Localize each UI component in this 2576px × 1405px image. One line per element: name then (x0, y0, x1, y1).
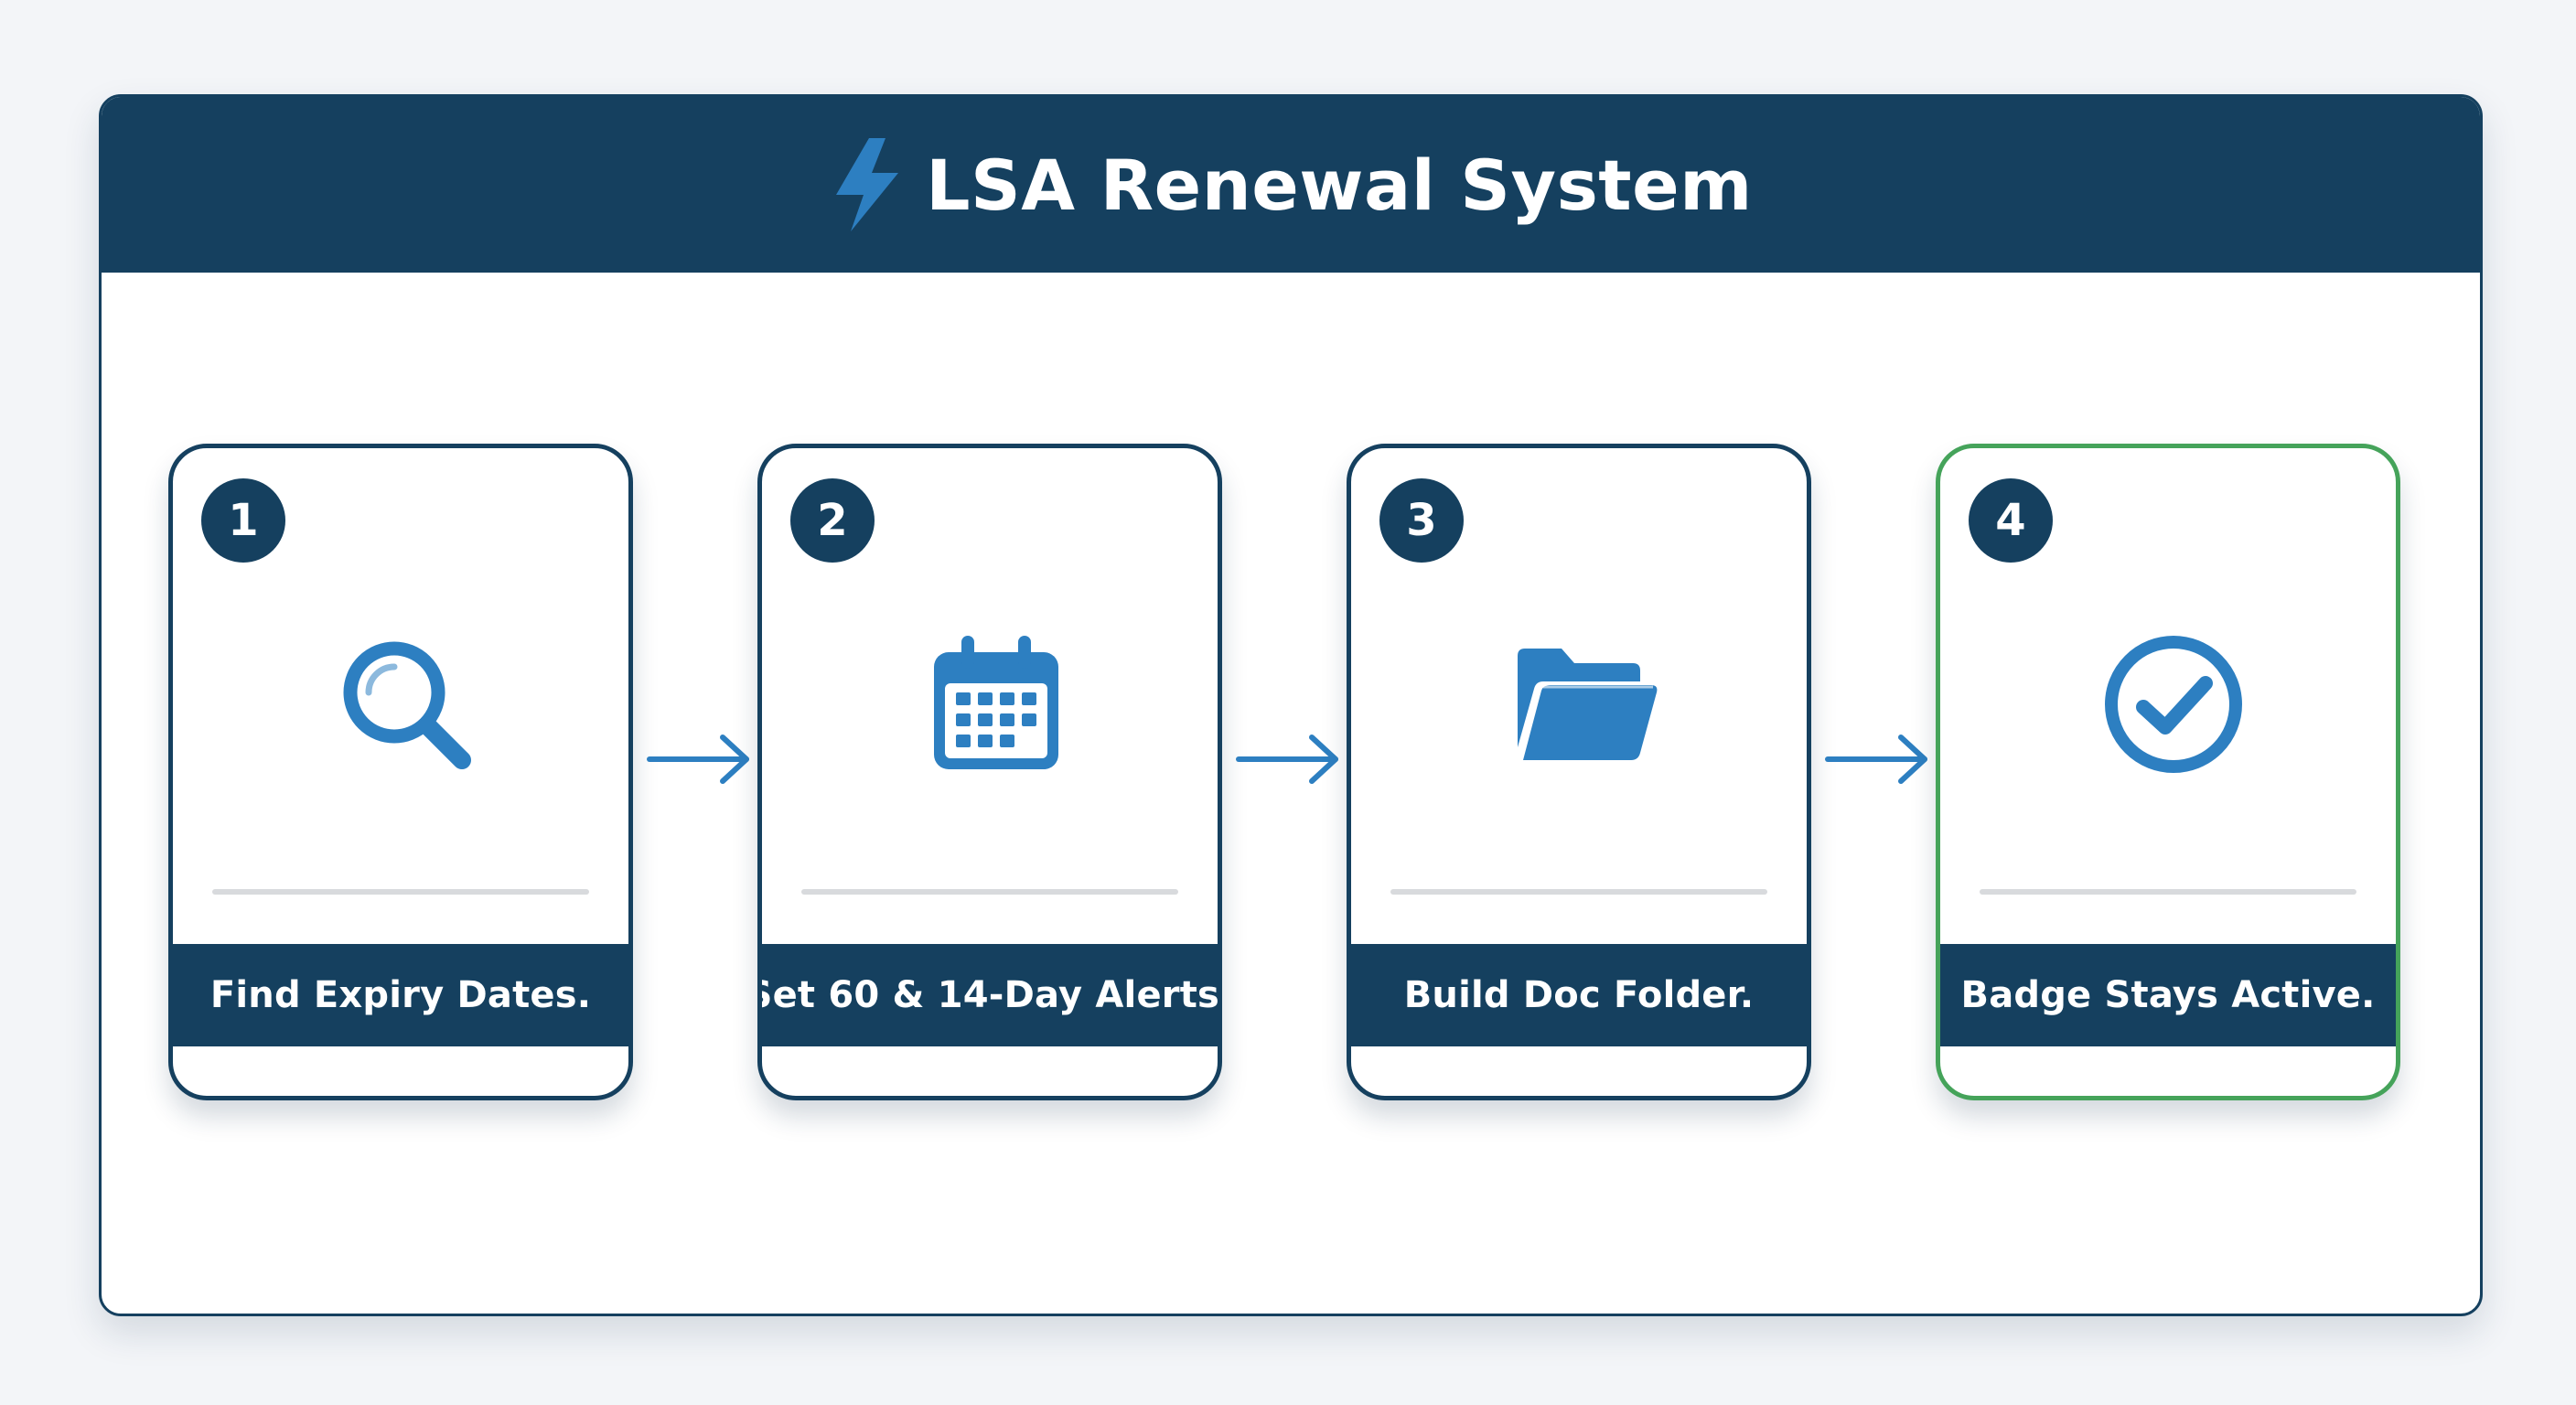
card-divider (1980, 889, 2356, 895)
panel-header: LSA Renewal System (102, 97, 2480, 273)
step-label: Build Doc Folder. (1351, 944, 1807, 1046)
header-content: LSA Renewal System (102, 97, 2480, 273)
step-number-badge: 4 (1969, 478, 2053, 563)
folder-icon (1518, 649, 1658, 760)
step-icon-container (2096, 627, 2251, 782)
step-label: Find Expiry Dates. (173, 944, 628, 1046)
right-arrow-icon (647, 735, 749, 784)
card-divider (212, 889, 589, 895)
check-circle-icon (2105, 636, 2242, 773)
calendar-icon (934, 636, 1058, 769)
flow-arrow-3 (1824, 733, 1932, 786)
step-card-2: 2 Set 60 & 14-Day Alerts. (757, 444, 1222, 1100)
step-label: Badge Stays Active. (1940, 944, 2396, 1046)
right-arrow-icon (1825, 735, 1927, 784)
card-divider (1390, 889, 1767, 895)
step-icon-container (918, 627, 1073, 782)
card-divider (801, 889, 1178, 895)
page-title: LSA Renewal System (926, 144, 1753, 226)
step-card-3: 3 Build Doc Folder. (1347, 444, 1811, 1100)
step-icon-container (328, 627, 484, 782)
step-card-4: 4 Badge Stays Active. (1936, 444, 2400, 1100)
step-label: Set 60 & 14-Day Alerts. (762, 944, 1218, 1046)
step-icon-container (1507, 627, 1662, 782)
step-number-badge: 3 (1379, 478, 1464, 563)
flow-arrow-1 (646, 733, 754, 786)
right-arrow-icon (1236, 735, 1338, 784)
magnifying-glass-icon (343, 641, 471, 769)
step-number-badge: 2 (790, 478, 875, 563)
step-card-1: 1 Find Expiry Dates. (168, 444, 633, 1100)
step-number-badge: 1 (201, 478, 285, 563)
flow-arrow-2 (1235, 733, 1343, 786)
lightning-bolt-icon (836, 138, 899, 231)
